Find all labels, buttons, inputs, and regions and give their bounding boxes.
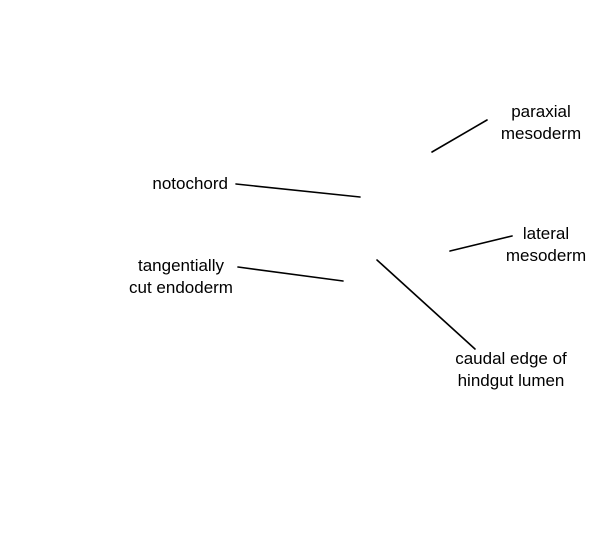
label-lateral-mesoderm-line2: mesoderm <box>505 246 587 265</box>
label-tangentially-cut-endoderm: tangentially cut endoderm <box>111 255 251 299</box>
label-lateral-mesoderm-line1: lateral <box>522 224 570 243</box>
label-paraxial-mesoderm-line1: paraxial <box>511 102 571 121</box>
leader-line-paraxial-mesoderm <box>431 119 488 153</box>
label-tangentially-cut-endoderm-line2: cut endoderm <box>129 278 233 297</box>
label-tangentially-cut-endoderm-line1: tangentially <box>137 256 224 275</box>
label-paraxial-mesoderm: paraxial mesoderm <box>486 101 596 145</box>
leader-line-caudal-edge-hindgut-lumen <box>376 259 476 350</box>
label-caudal-edge-hindgut-lumen-line1: caudal edge of <box>455 349 567 368</box>
label-notochord: notochord <box>120 173 228 195</box>
leader-line-notochord <box>235 183 361 198</box>
label-lateral-mesoderm: lateral mesoderm <box>491 223 600 267</box>
leader-line-tangentially-cut-endoderm <box>237 266 344 282</box>
label-caudal-edge-hindgut-lumen: caudal edge of hindgut lumen <box>436 348 586 392</box>
leader-line-lateral-mesoderm <box>449 235 513 252</box>
label-notochord-line1: notochord <box>152 174 228 193</box>
label-caudal-edge-hindgut-lumen-line2: hindgut lumen <box>457 371 565 390</box>
label-paraxial-mesoderm-line2: mesoderm <box>500 124 582 143</box>
